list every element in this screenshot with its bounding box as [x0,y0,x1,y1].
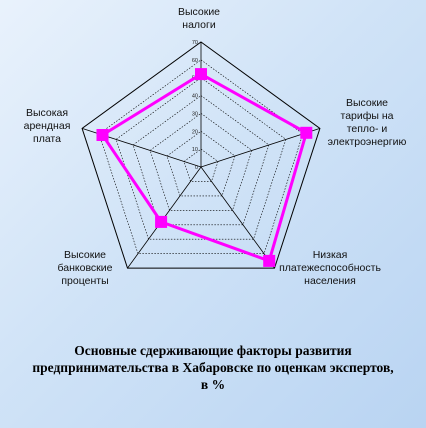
axis-spoke [200,166,275,269]
tick-label: 60 [192,58,198,64]
tick-label: 20 [192,129,198,135]
grid-ring [166,130,236,197]
tick-label: 40 [192,94,198,100]
grid-ring [132,95,270,226]
tick-label: 0 [195,165,198,171]
tick-label: 10 [192,147,198,153]
data-point [195,68,207,81]
grid-ring [149,113,253,211]
grid-ring [115,77,287,240]
data-point [155,215,168,228]
tick-label: 70 [192,40,198,46]
grid-ring [183,148,219,182]
data-point [263,254,276,267]
data-point [300,126,313,139]
chart-title: Основные сдерживающие факторы развития п… [32,343,394,392]
tick-label: 30 [192,111,198,117]
series-line [100,72,309,263]
grid-ring [81,41,321,269]
axis-spoke [200,128,321,168]
radar-grid [81,41,321,269]
radar-series [96,68,313,267]
data-point [96,129,109,141]
